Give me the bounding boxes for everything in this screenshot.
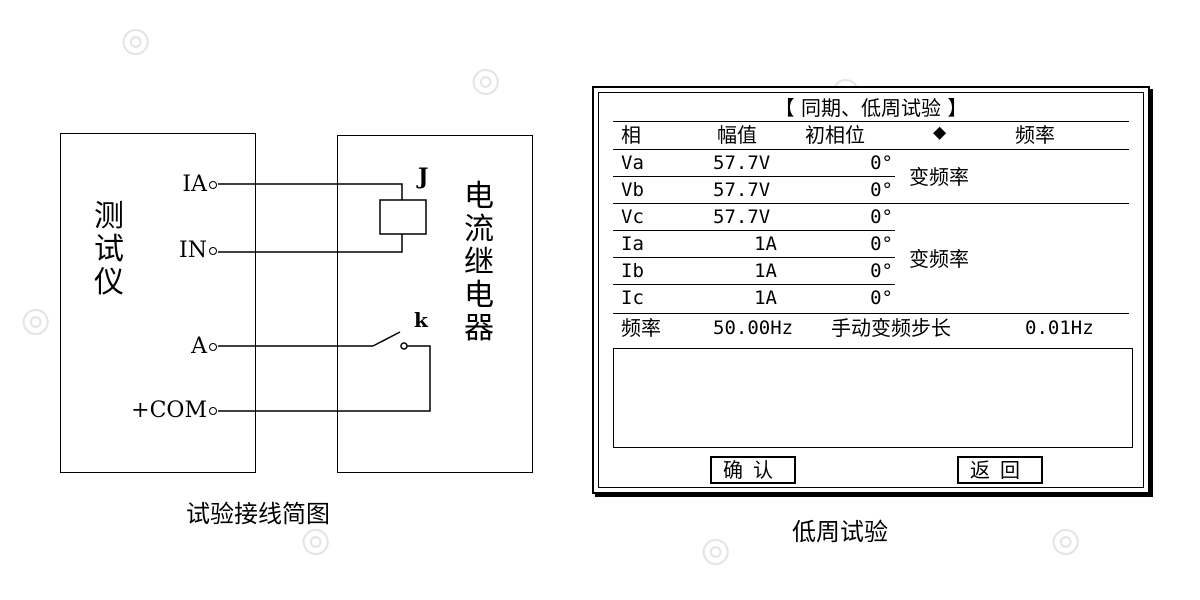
row-name: Ia	[621, 233, 644, 255]
terminal-dot	[209, 181, 217, 189]
screen-title: 【 同期、低周试验 】	[774, 96, 968, 120]
terminal-label: IN	[179, 238, 207, 263]
terminal-label: IA	[182, 172, 207, 197]
terminal-dot	[209, 407, 217, 415]
tester-label: 测试仪	[94, 199, 124, 300]
divider	[613, 230, 895, 231]
diagram-caption: 试验接线简图	[186, 500, 330, 528]
terminal-in: IN	[179, 240, 217, 262]
row-amplitude[interactable]: 57.7V	[713, 206, 771, 228]
updown-arrows-icon[interactable]: ◆	[933, 120, 947, 145]
step-label: 手动变频步长	[831, 316, 951, 340]
screen-frame: 【 同期、低周试验 】 相 幅值 初相位 ◆ 频率 Va 57.7V 0° Vb…	[592, 86, 1150, 494]
row-phase[interactable]: 0°	[870, 233, 893, 255]
row-phase[interactable]: 0°	[870, 206, 893, 228]
confirm-button[interactable]: 确认	[710, 456, 796, 484]
voltage-frequency-mode[interactable]: 变频率	[909, 165, 969, 189]
row-phase[interactable]: 0°	[870, 287, 893, 309]
screen-panel: 【 同期、低周试验 】 相 幅值 初相位 ◆ 频率 Va 57.7V 0° Vb…	[598, 92, 1144, 488]
contact-label: k	[414, 308, 428, 332]
row-amplitude[interactable]: 1A	[754, 287, 777, 309]
row-phase[interactable]: 0°	[870, 152, 893, 174]
terminal-ia: IA	[182, 174, 217, 196]
row-name: Va	[621, 152, 644, 174]
terminal-label: +COM	[131, 398, 207, 423]
row-amplitude[interactable]: 57.7V	[713, 152, 771, 174]
terminal-a: A	[191, 336, 217, 358]
row-name: Vb	[621, 179, 644, 201]
header-frequency: 频率	[1015, 123, 1055, 147]
row-amplitude[interactable]: 1A	[754, 233, 777, 255]
frequency-value[interactable]: 50.00Hz	[713, 317, 794, 339]
terminal-dot	[209, 247, 217, 255]
current-frequency-mode[interactable]: 变频率	[909, 247, 969, 271]
step-value[interactable]: 0.01Hz	[1025, 317, 1094, 339]
terminal-com: +COM	[131, 400, 217, 422]
back-button[interactable]: 返回	[957, 456, 1043, 484]
header-phase: 相	[621, 123, 641, 147]
relay-label: 电流继电器	[464, 179, 494, 346]
row-amplitude[interactable]: 57.7V	[713, 179, 771, 201]
screen-caption: 低周试验	[792, 518, 888, 546]
divider	[613, 203, 1129, 204]
relay-box	[337, 135, 533, 473]
header-amplitude: 幅值	[717, 123, 757, 147]
header-initial-phase: 初相位	[805, 123, 865, 147]
frequency-label: 频率	[621, 316, 661, 340]
row-amplitude[interactable]: 1A	[754, 260, 777, 282]
divider	[613, 176, 895, 177]
divider	[613, 313, 1129, 314]
row-name: Ib	[621, 260, 644, 282]
terminal-dot	[209, 343, 217, 351]
row-name: Vc	[621, 206, 644, 228]
row-phase[interactable]: 0°	[870, 179, 893, 201]
divider	[613, 121, 1129, 122]
terminal-label: A	[191, 334, 207, 359]
message-area	[613, 348, 1133, 448]
row-phase[interactable]: 0°	[870, 260, 893, 282]
row-name: Ic	[621, 287, 644, 309]
divider	[613, 257, 895, 258]
divider	[613, 149, 1129, 150]
tester-box	[60, 133, 256, 473]
divider	[613, 284, 895, 285]
coil-label: J	[418, 164, 429, 190]
